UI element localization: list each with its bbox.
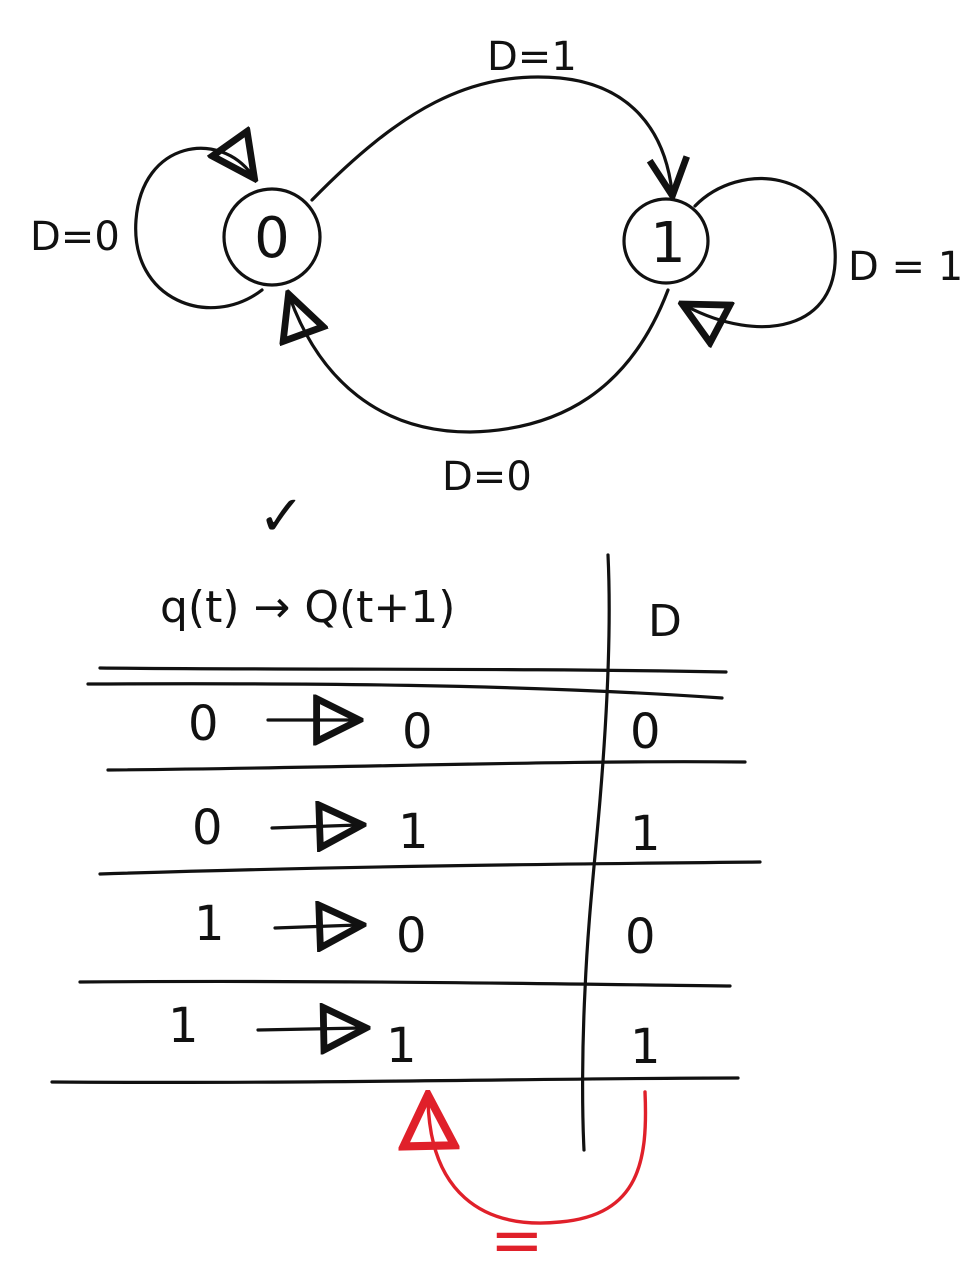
row-input-value: 1: [630, 1019, 661, 1075]
row-arrow: [270, 825, 358, 828]
transition-label-s0-to-s1: D=1: [487, 34, 577, 80]
row-rule: [98, 860, 762, 876]
row-from-value: 0: [192, 800, 223, 856]
row-rule: [50, 1076, 740, 1085]
row-input-value: 1: [630, 806, 661, 862]
table-column-divider: [581, 553, 611, 1152]
row-arrow: [273, 925, 358, 928]
header-rule-top: [98, 666, 728, 674]
transition-label-self-s0: D=0: [30, 214, 120, 260]
state-label-1: 1: [650, 211, 686, 276]
row-to-value: 1: [398, 804, 429, 860]
self-loop-s1: [686, 177, 837, 327]
checkmark: ✓: [258, 484, 305, 549]
transition-table: q(t) → Q(t+1) D 0 0 0 0 1 1 1 0 0: [50, 553, 762, 1152]
table-header-transition: q(t) → Q(t+1): [160, 582, 455, 633]
row-from-value: 1: [194, 896, 225, 952]
row-to-value: 1: [386, 1018, 417, 1074]
row-from-value: 0: [188, 696, 219, 752]
transition-s0-to-s1: [310, 75, 672, 200]
row-input-value: 0: [630, 704, 661, 760]
self-loop-s0: [134, 148, 264, 310]
state-node-1: 1: [622, 197, 710, 285]
state-diagram: 0 1 D=0 D=1 D = 1 D=0: [30, 34, 963, 500]
state-node-0: 0: [222, 187, 322, 287]
state-circle-0: [222, 187, 322, 287]
header-rule-bottom: [86, 682, 724, 700]
equality-arrow: [428, 1092, 648, 1225]
row-rule: [78, 979, 732, 988]
state-label-0: 0: [254, 206, 290, 271]
transition-s1-to-s0: [290, 290, 670, 434]
equals-sign: =: [490, 1204, 544, 1278]
row-to-value: 0: [396, 908, 427, 964]
equality-annotation: =: [428, 1092, 648, 1278]
row-from-value: 1: [168, 998, 199, 1054]
row-arrow: [256, 1028, 362, 1030]
table-row: 1 1 1: [168, 998, 661, 1075]
transition-label-s1-to-s0: D=0: [442, 454, 532, 500]
transition-label-self-s1: D = 1: [848, 244, 963, 290]
table-row: 0 1 1: [192, 800, 661, 862]
row-input-value: 0: [625, 909, 656, 965]
table-header-input: D: [648, 596, 682, 647]
table-row: 1 0 0: [194, 896, 656, 965]
table-row: 0 0 0: [188, 696, 661, 760]
row-to-value: 0: [402, 704, 433, 760]
row-rule: [106, 760, 747, 772]
